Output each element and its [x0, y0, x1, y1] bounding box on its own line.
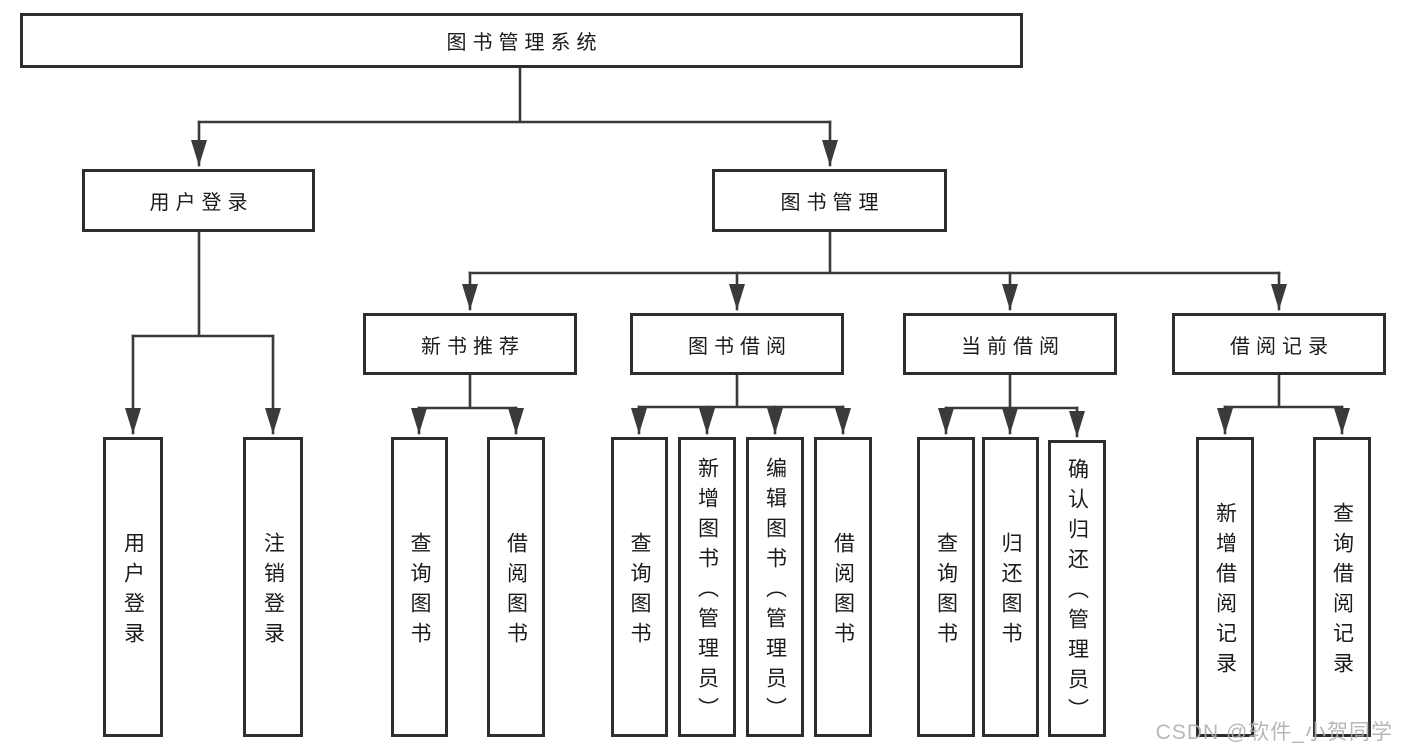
node-new-book-recommendation-label: 新书推荐	[421, 335, 525, 358]
leaf-new-book-query-books: 查询图书	[391, 437, 448, 737]
leaf-borrow-add-books-admin-label: 新增图书（管理员）	[695, 456, 719, 727]
node-book-borrowing: 图书借阅	[630, 313, 844, 375]
leaf-borrow-edit-books-admin: 编辑图书（管理员）	[746, 437, 804, 737]
connector-book-mgmt-split	[468, 230, 1281, 275]
leaf-new-book-borrow-books-label: 借阅图书	[504, 531, 528, 652]
leaf-borrow-edit-books-admin-label: 编辑图书（管理员）	[763, 456, 787, 727]
node-user-login: 用户登录	[82, 169, 315, 232]
leaf-current-query-books-label: 查询图书	[934, 531, 958, 652]
leaf-borrow-query-books-label: 查询图书	[628, 531, 651, 652]
leaf-user-login-label: 用户登录	[121, 531, 145, 652]
leaf-records-query-record-label: 查询借阅记录	[1330, 501, 1354, 682]
node-book-management-system: 图书管理系统	[20, 13, 1023, 68]
leaf-current-confirm-return-admin: 确认归还（管理员）	[1048, 440, 1106, 737]
node-current-borrowing-label: 当前借阅	[961, 335, 1065, 358]
leaf-records-query-record: 查询借阅记录	[1313, 437, 1371, 737]
leaf-borrow-borrow-books-label: 借阅图书	[831, 531, 855, 652]
node-book-management: 图书管理	[712, 169, 947, 232]
connector-book-borrow-split	[637, 373, 845, 409]
leaf-current-confirm-return-admin-label: 确认归还（管理员）	[1065, 458, 1089, 728]
leaf-records-add-record-label: 新增借阅记录	[1213, 501, 1237, 682]
node-book-management-label: 图书管理	[780, 192, 885, 214]
leaf-current-query-books: 查询图书	[917, 437, 975, 737]
node-borrowing-records-label: 借阅记录	[1230, 335, 1334, 358]
node-book-management-system-label: 图书管理系统	[446, 32, 603, 54]
leaf-logout: 注销登录	[243, 437, 303, 737]
connector-borrow-records-split	[1223, 373, 1344, 409]
connector-user-login-split	[131, 230, 275, 338]
leaf-current-return-books-label: 归还图书	[999, 531, 1022, 652]
leaf-current-return-books: 归还图书	[982, 437, 1039, 737]
leaf-borrow-borrow-books: 借阅图书	[814, 437, 872, 737]
leaf-borrow-query-books: 查询图书	[611, 437, 668, 737]
csdn-watermark: CSDN @软件_小贺同学	[1155, 721, 1393, 744]
connector-current-borrow-split	[944, 373, 1079, 410]
connector-new-book-split	[417, 373, 518, 410]
node-user-login-label: 用户登录	[149, 192, 254, 214]
node-current-borrowing: 当前借阅	[903, 313, 1117, 375]
leaf-new-book-query-books-label: 查询图书	[408, 531, 431, 652]
leaf-borrow-add-books-admin: 新增图书（管理员）	[678, 437, 736, 737]
leaf-logout-label: 注销登录	[261, 531, 285, 652]
node-new-book-recommendation: 新书推荐	[363, 313, 577, 375]
node-book-borrowing-label: 图书借阅	[688, 335, 792, 358]
leaf-user-login: 用户登录	[103, 437, 163, 737]
connector-root-split	[197, 66, 832, 124]
node-borrowing-records: 借阅记录	[1172, 313, 1386, 375]
leaf-new-book-borrow-books: 借阅图书	[487, 437, 545, 737]
leaf-records-add-record: 新增借阅记录	[1196, 437, 1254, 737]
